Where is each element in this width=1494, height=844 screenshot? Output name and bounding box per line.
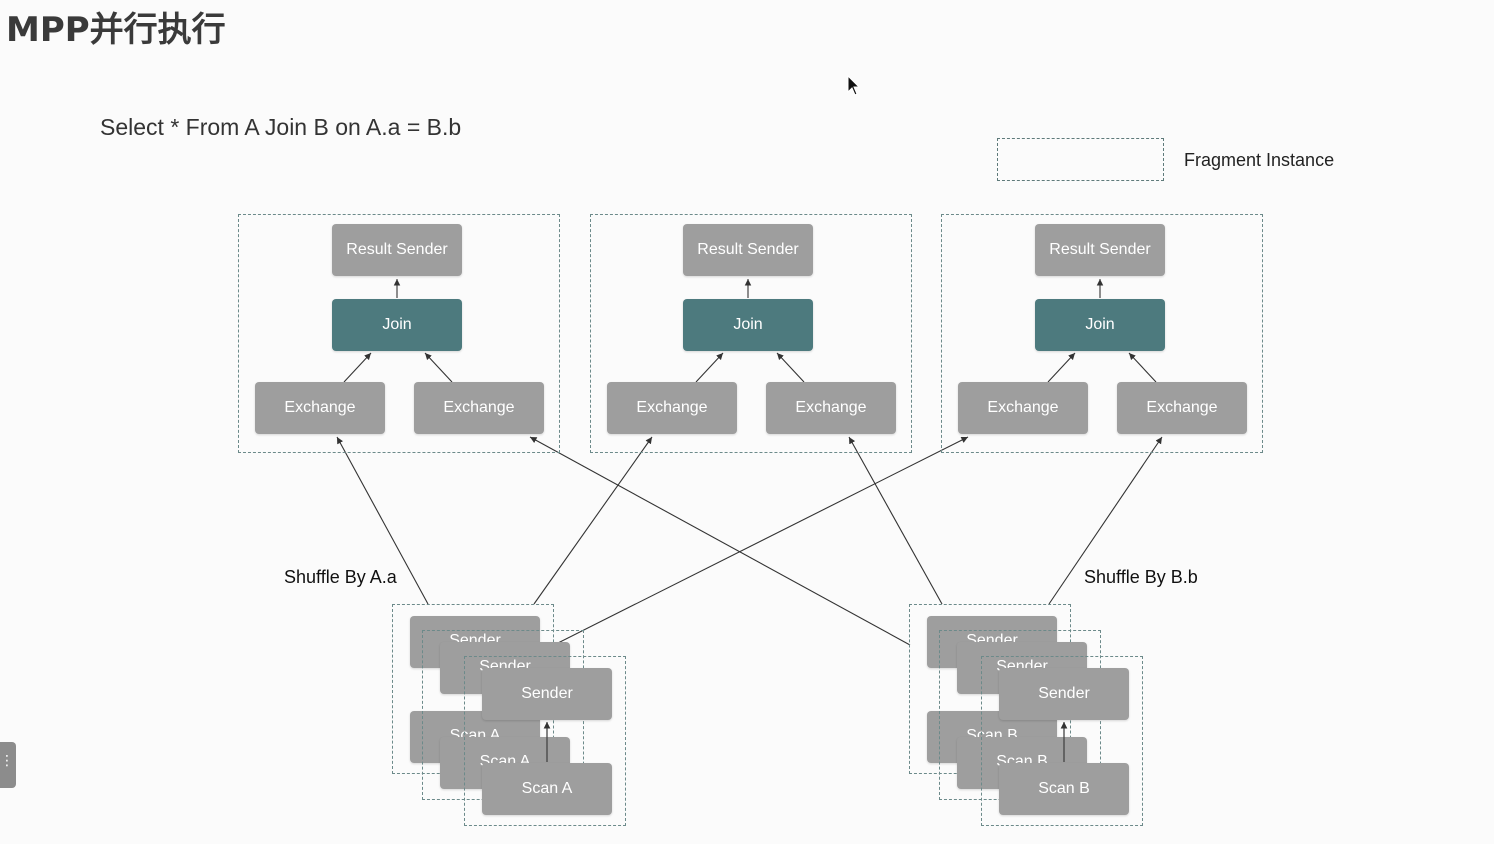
fragment-instance-2 [590,214,912,453]
side-panel-handle[interactable]: ⋮ [0,742,16,788]
scan-b-node: Scan B [999,763,1129,815]
legend-label: Fragment Instance [1184,150,1335,170]
join-node: Join [683,299,813,351]
shuffle-label-a: Shuffle By A.a [284,567,397,587]
mouse-cursor-icon [847,74,861,96]
exchange-node: Exchange [607,382,737,434]
handle-grip-icon: ⋮ [0,752,14,768]
exchange-node: Exchange [766,382,896,434]
sql-query: Select * From A Join B on A.a = B.b [100,114,462,140]
fragment-instance-scan-a-3 [464,656,626,826]
result-sender-node: Result Sender [332,224,462,276]
shuffle-label-b: Shuffle By B.b [1084,567,1198,587]
exchange-node: Exchange [958,382,1088,434]
exchange-node: Exchange [414,382,544,434]
fragment-instance-3 [941,214,1263,453]
exchange-node: Exchange [1117,382,1247,434]
result-sender-node: Result Sender [1035,224,1165,276]
legend-fragment-box [997,138,1164,181]
fragment-instance-1 [238,214,560,453]
join-node: Join [1035,299,1165,351]
result-sender-node: Result Sender [683,224,813,276]
sender-node: Sender [482,668,612,720]
scan-a-node: Scan A [482,763,612,815]
fragment-instance-scan-b-3 [981,656,1143,826]
exchange-node: Exchange [255,382,385,434]
join-node: Join [332,299,462,351]
sender-node: Sender [999,668,1129,720]
page-title: MPP并行执行 [6,10,226,50]
